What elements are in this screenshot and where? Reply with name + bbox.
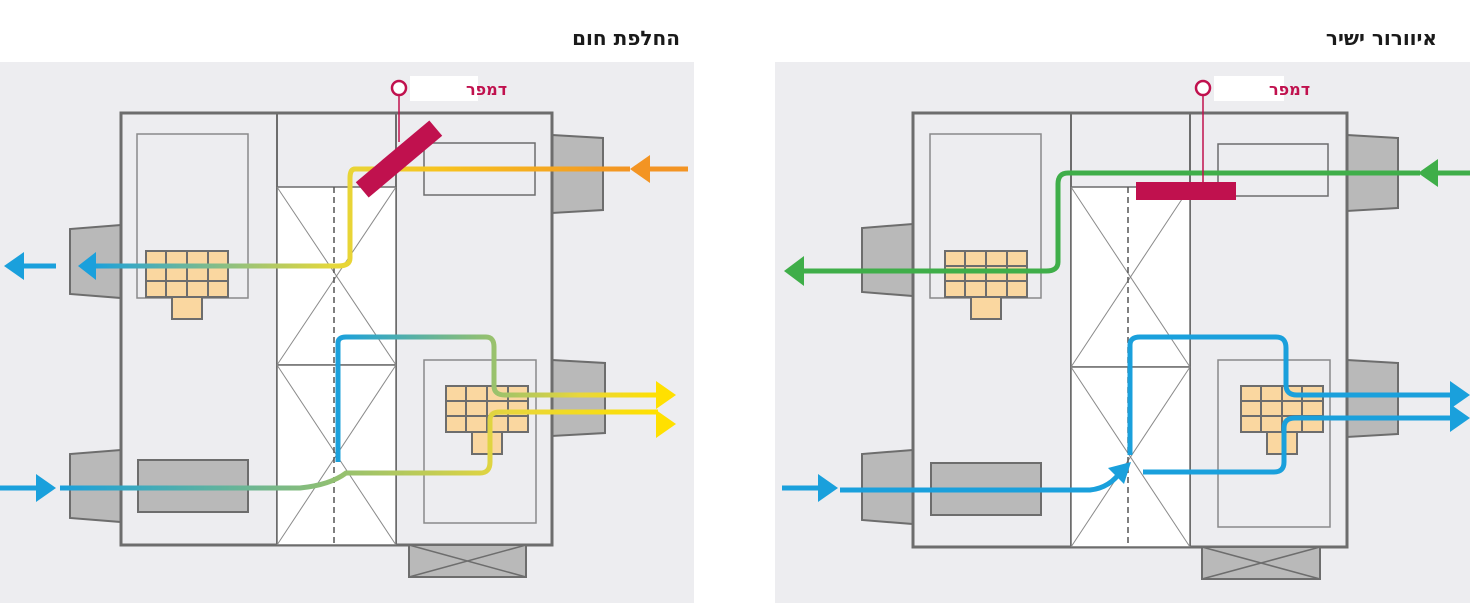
duct-left-bottom <box>861 448 914 526</box>
arrow-return-in <box>0 474 56 502</box>
damper-label: דמפר <box>1269 80 1310 99</box>
arrow-supply-out-1 <box>656 381 676 409</box>
arrow-outdoor-in <box>630 155 688 183</box>
arrow-supply-out-1 <box>1450 381 1470 409</box>
direct-ventilation-title: איוורור ישיר <box>1325 26 1437 50</box>
damper-label: דמפר <box>466 80 507 99</box>
heat-exchange-title: החלפת חום <box>572 26 680 50</box>
airflow-bypass-path <box>800 170 1420 274</box>
airflow-supply-path <box>60 409 658 491</box>
arrow-return-in <box>782 474 838 502</box>
damper-closed <box>1136 182 1236 200</box>
duct-right-top <box>551 133 604 215</box>
arrow-exhaust-out <box>4 252 56 280</box>
duct-right-bottom <box>1346 358 1399 439</box>
arrow-exhaust-inner <box>78 252 96 280</box>
arrow-fresh-out <box>784 256 804 286</box>
arrow-supply-out-2 <box>1450 404 1470 432</box>
airflow-exhaust-path <box>92 166 630 269</box>
airflow-return-path <box>335 334 660 462</box>
arrow-core-in <box>1108 462 1131 484</box>
arrow-supply-out-2 <box>656 410 676 438</box>
duct-right-bottom <box>551 358 606 438</box>
damper-housing <box>1217 143 1329 197</box>
drain-box <box>1201 546 1321 580</box>
duct-left-top <box>861 222 914 298</box>
drain-box <box>408 544 527 578</box>
airflow-supply-path <box>1127 334 1450 455</box>
fan-top <box>944 250 1028 320</box>
direct-ventilation-panel: דמפר <box>775 62 1470 603</box>
airflow-supply-path-2 <box>1143 415 1450 475</box>
fan-top <box>145 250 229 320</box>
damper-open <box>355 120 443 198</box>
damper-marker <box>390 79 408 97</box>
heat-exchange-panel: דמפר <box>0 62 694 603</box>
damper-marker <box>1194 79 1212 97</box>
arrow-fresh-in <box>1418 159 1470 187</box>
